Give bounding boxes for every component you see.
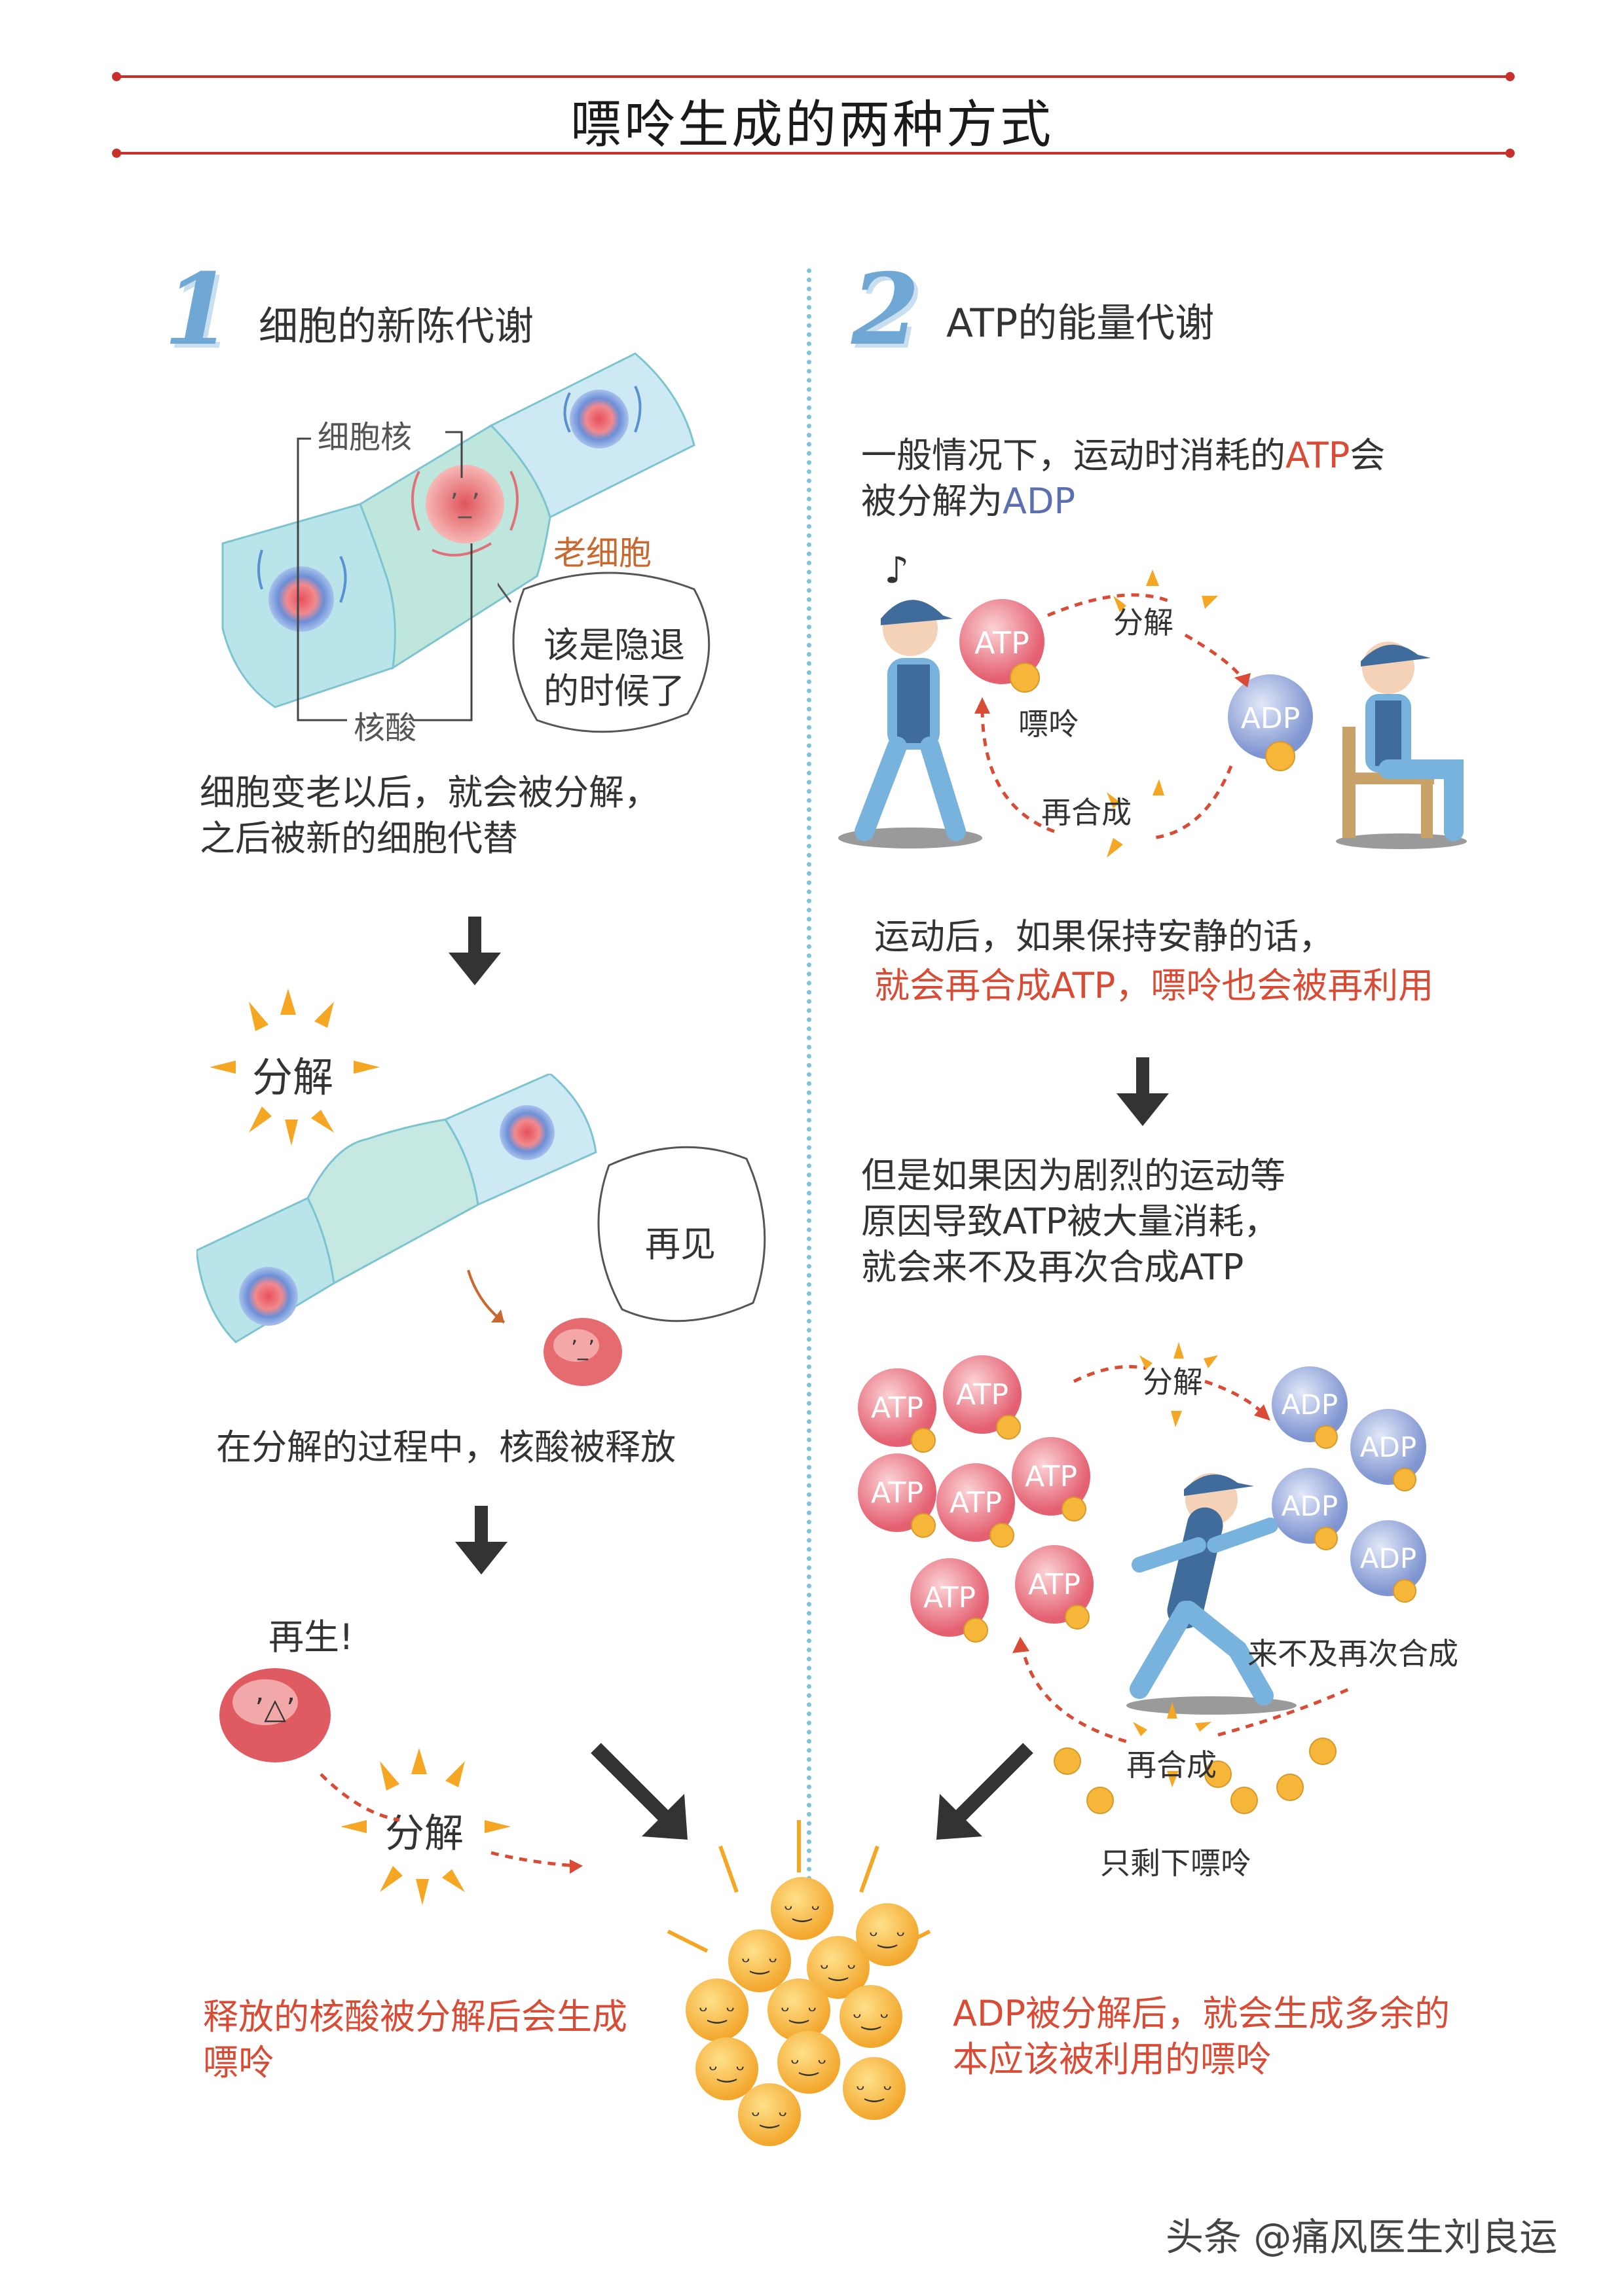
column-divider bbox=[807, 268, 811, 1918]
section1-caption-line1: 细胞变老以后，就会被分解， bbox=[200, 772, 659, 813]
diagonal-arrow-icon bbox=[936, 1743, 1033, 1840]
svg-text:ᵕ‿ᵕ: ᵕ‿ᵕ bbox=[869, 1923, 905, 1949]
section2-intro-line2: 被分解为ADP bbox=[861, 481, 1076, 522]
sitting-person-illustration bbox=[1336, 642, 1467, 849]
down-arrow-icon bbox=[1116, 1057, 1169, 1126]
svg-text:ᵕ‿ᵕ: ᵕ‿ᵕ bbox=[820, 1956, 856, 1982]
burst-decompose-label: 分解 bbox=[252, 1053, 334, 1101]
svg-text:ᵕ‿ᵕ: ᵕ‿ᵕ bbox=[781, 1998, 817, 2024]
label-old-cell: 老细胞 bbox=[553, 534, 652, 572]
watermark-text: 头条 @痛风医生刘良运 bbox=[1166, 2215, 1558, 2259]
decompose-label-2: 分解 bbox=[1143, 1364, 1203, 1400]
svg-text:ATP: ATP bbox=[956, 1378, 1008, 1412]
burst-decompose-icon bbox=[341, 1748, 511, 1905]
svg-text:ADP: ADP bbox=[1282, 1389, 1338, 1421]
section2-but-line2: 原因导致ATP被大量消耗， bbox=[861, 1201, 1280, 1242]
walking-person-illustration: ♪ bbox=[838, 556, 982, 848]
nucleic-acid-blob: ’_’ bbox=[544, 1318, 622, 1386]
burst-decompose-icon bbox=[210, 989, 380, 1146]
section2-result-line1: ADP被分解后，就会生成多余的 bbox=[953, 1993, 1450, 2034]
svg-text:ᵕ‿ᵕ: ᵕ‿ᵕ bbox=[790, 2050, 826, 2077]
svg-text:ADP: ADP bbox=[1360, 1431, 1416, 1463]
down-arrow-icon bbox=[449, 917, 501, 985]
svg-text:ATP: ATP bbox=[871, 1476, 923, 1510]
svg-text:ATP: ATP bbox=[871, 1391, 923, 1425]
speech-text-bye: 再见 bbox=[645, 1224, 716, 1265]
section1-result-line1: 释放的核酸被分解后会生成 bbox=[203, 1996, 627, 2037]
section2-but-line1: 但是如果因为剧烈的运动等 bbox=[861, 1155, 1285, 1196]
section2-after-line1: 运动后，如果保持安静的话， bbox=[874, 916, 1334, 957]
adp-cluster-illustration: ADP ADP ADP ADP bbox=[1272, 1366, 1426, 1603]
svg-text:ᵕ‿ᵕ: ᵕ‿ᵕ bbox=[741, 1949, 777, 1975]
svg-text:ADP: ADP bbox=[1241, 702, 1301, 735]
svg-text:ADP: ADP bbox=[1360, 1542, 1416, 1575]
down-arrow-icon bbox=[455, 1506, 507, 1575]
label-nucleus: 细胞核 bbox=[318, 419, 413, 456]
cell-nucleus-left bbox=[268, 566, 334, 632]
svg-text:’△’: ’△’ bbox=[255, 1692, 295, 1726]
diagonal-arrow-icon bbox=[591, 1743, 688, 1840]
running-person-illustration bbox=[1126, 1473, 1297, 1715]
svg-text:’_’: ’_’ bbox=[450, 488, 479, 519]
svg-text:ᵕ‿ᵕ: ᵕ‿ᵕ bbox=[751, 2103, 787, 2129]
header-top-rule bbox=[112, 72, 1515, 81]
svg-text:♪: ♪ bbox=[884, 556, 909, 592]
svg-text:ᵕ‿ᵕ: ᵕ‿ᵕ bbox=[853, 2005, 889, 2031]
cell-chain-illustration: ’_’ bbox=[221, 352, 695, 721]
speech-text-retire-line2: 的时候了 bbox=[544, 670, 685, 712]
svg-text:ATP: ATP bbox=[1028, 1568, 1080, 1601]
speech-text-retire-line1: 该是隐退 bbox=[544, 625, 685, 666]
section2-intro-line1: 一般情况下，运动时消耗的ATP会 bbox=[861, 435, 1386, 476]
section2-number: 2 bbox=[851, 252, 920, 367]
section2-heading: ATP的能量代谢 bbox=[946, 301, 1215, 346]
old-cell-nucleus bbox=[426, 465, 504, 543]
atp-cluster-illustration: ATP ATP ATP ATP ATP ATP ATP bbox=[858, 1355, 1094, 1643]
section1-result-line2: 嘌呤 bbox=[203, 2042, 274, 2083]
regen-nucleic-blob: ’△’ bbox=[219, 1668, 331, 1762]
section1-heading: 细胞的新陈代谢 bbox=[259, 304, 534, 350]
svg-text:ᵕ‿ᵕ: ᵕ‿ᵕ bbox=[784, 1897, 820, 1923]
atp-cycle-illustration: ATP ADP bbox=[959, 570, 1313, 858]
svg-text:ATP: ATP bbox=[1025, 1460, 1077, 1493]
section1-number: 1 bbox=[164, 252, 232, 367]
broken-cells-illustration bbox=[196, 1074, 597, 1343]
svg-text:ATP: ATP bbox=[923, 1581, 976, 1614]
dashed-arrow-decompose-2 bbox=[1073, 1342, 1270, 1427]
speech-bubble-bye bbox=[597, 1146, 766, 1322]
svg-text:ᵕ‿ᵕ: ᵕ‿ᵕ bbox=[709, 2057, 745, 2083]
dashed-arrow-regen bbox=[320, 1773, 583, 1874]
page-title: 嘌呤生成的两种方式 bbox=[570, 96, 1054, 155]
svg-text:ATP: ATP bbox=[974, 625, 1029, 661]
resynth-cycle-2 bbox=[1012, 1637, 1350, 1814]
section1-caption-line2: 之后被新的细胞代替 bbox=[200, 818, 518, 859]
label-nucleic-acid: 核酸 bbox=[354, 710, 417, 746]
speech-bubble-retire bbox=[498, 572, 710, 733]
svg-text:ADP: ADP bbox=[1282, 1490, 1338, 1522]
cell-nucleus-right bbox=[570, 390, 629, 448]
section2-after-line2: 就会再合成ATP，嘌呤也会被再利用 bbox=[874, 965, 1434, 1006]
cycle-decompose-label: 分解 bbox=[1113, 605, 1173, 640]
svg-text:’_’: ’_’ bbox=[571, 1336, 595, 1360]
cycle-resynth-label: 再合成 bbox=[1041, 795, 1132, 830]
only-purine-label: 只剩下嘌呤 bbox=[1100, 1846, 1251, 1881]
cycle-purine-label: 嘌呤 bbox=[1018, 706, 1079, 742]
svg-text:ᵕ‿ᵕ: ᵕ‿ᵕ bbox=[699, 1998, 735, 2024]
header-bottom-rule bbox=[112, 149, 1515, 158]
section2-result-line2: 本应该被利用的嘌呤 bbox=[953, 2039, 1271, 2080]
svg-text:ATP: ATP bbox=[950, 1486, 1002, 1520]
section1-caption-release: 在分解的过程中，核酸被释放 bbox=[216, 1427, 676, 1468]
regen-label: 再生! bbox=[268, 1616, 354, 1658]
svg-text:ᵕ‿ᵕ: ᵕ‿ᵕ bbox=[856, 2077, 892, 2103]
not-in-time-label: 来不及再次合成 bbox=[1247, 1636, 1458, 1671]
section2-but-line3: 就会来不及再次合成ATP bbox=[861, 1247, 1244, 1288]
resynth-label-2: 再合成 bbox=[1126, 1747, 1217, 1783]
